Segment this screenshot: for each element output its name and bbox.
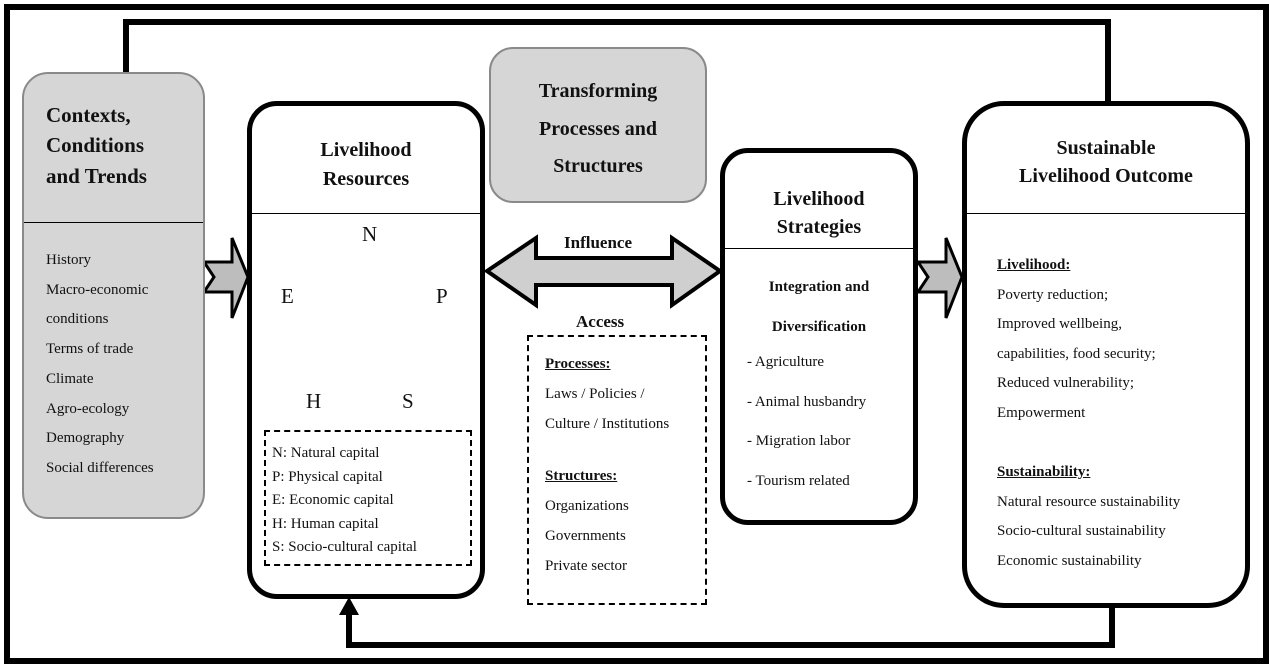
structure-item: Governments	[545, 528, 626, 544]
outcome-title: Sustainable Livelihood Outcome	[967, 134, 1245, 190]
influence-label: Influence	[564, 233, 632, 252]
livelihood-outcome-item: Improved wellbeing,	[997, 316, 1122, 332]
sustainability-outcome-item: Socio-cultural sustainability	[997, 523, 1166, 539]
resources-divider	[252, 213, 480, 214]
context-item: Social differences	[46, 459, 154, 476]
bottom-feedback-line	[346, 605, 1115, 648]
resources-title-line: Resources	[322, 168, 410, 190]
sustainability-heading: Sustainability:	[997, 464, 1091, 480]
strategy-item: - Agriculture	[747, 354, 825, 370]
contexts-divider	[24, 222, 203, 223]
strategies-subtitle-line: Diversification	[771, 319, 867, 335]
processes-heading: Processes:	[545, 356, 611, 372]
structures-heading: Structures:	[545, 468, 618, 484]
access-label: Access	[576, 312, 625, 331]
structure-item: Organizations	[545, 498, 629, 514]
context-item: Climate	[46, 370, 94, 387]
contexts-box: Contexts, Conditions and Trends History …	[22, 72, 205, 519]
resources-title: Livelihood Resources	[252, 136, 480, 194]
structures-list: Structures: Organizations Governments Pr…	[545, 461, 629, 581]
strategies-to-outcome-arrow	[915, 237, 964, 319]
sustainability-outcome-list: Sustainability: Natural resource sustain…	[997, 458, 1180, 576]
context-item: conditions	[46, 311, 109, 328]
contexts-list: History Macro-economic conditions Terms …	[46, 246, 154, 484]
strategies-box: Livelihood Strategies Integration and Di…	[720, 148, 918, 525]
outcome-box: Sustainable Livelihood Outcome Livelihoo…	[962, 101, 1250, 608]
capital-legend-list: N: Natural capital P: Physical capital E…	[272, 442, 417, 560]
contexts-title-line: Contexts,	[46, 103, 131, 127]
capital-legend: N: Natural capital P: Physical capital E…	[264, 430, 472, 566]
outcome-title-line: Sustainable	[1056, 137, 1156, 159]
strategies-title-line: Livelihood	[773, 188, 865, 210]
context-item: Demography	[46, 430, 125, 447]
outer-frame	[4, 4, 1269, 664]
livelihood-outcome-item: Poverty reduction;	[997, 286, 1109, 303]
pentagon-label-e: E	[281, 284, 294, 308]
bottom-feedback-arrowhead	[339, 597, 359, 615]
outcome-title-line: Livelihood Outcome	[1019, 165, 1193, 187]
transforming-title: Transforming Processes and Structures	[491, 73, 705, 186]
strategies-title: Livelihood Strategies	[725, 185, 913, 241]
legend-item: P: Physical capital	[272, 468, 383, 485]
livelihood-outcome-item: Empowerment	[997, 404, 1086, 421]
livelihood-outcome-item: Reduced vulnerability;	[997, 375, 1135, 391]
strategies-subtitle: Integration and Diversification	[725, 267, 913, 347]
sustainability-outcome-item: Natural resource sustainability	[997, 493, 1181, 510]
context-to-resources-arrow	[201, 237, 250, 319]
legend-item: E: Economic capital	[272, 492, 394, 508]
contexts-title: Contexts, Conditions and Trends	[46, 100, 203, 191]
strategies-subtitle-line: Integration and	[768, 279, 870, 295]
strategies-list: - Agriculture - Animal husbandry - Migra…	[747, 343, 866, 501]
pentagon-label-p: P	[436, 284, 448, 308]
pentagon-label-h: H	[306, 389, 322, 413]
sustainability-outcome-item: Economic sustainability	[997, 552, 1142, 569]
transforming-title-line: Transforming	[538, 80, 658, 102]
processes-structures-box: Processes: Laws / Policies / Culture / I…	[527, 335, 707, 605]
pentagon-label-n: N	[362, 222, 378, 246]
transforming-title-line: Structures	[553, 155, 643, 178]
context-item: Terms of trade	[46, 341, 134, 358]
legend-item: N: Natural capital	[272, 445, 380, 461]
context-item: Macro-economic	[46, 281, 149, 298]
pentagon-label-s: S	[402, 389, 414, 413]
strategies-divider	[725, 248, 913, 249]
legend-item: H: Human capital	[272, 515, 379, 532]
livelihood-outcome-list: Livelihood: Poverty reduction; Improved …	[997, 251, 1156, 428]
strategy-item: - Animal husbandry	[747, 393, 867, 410]
livelihood-outcome-item: capabilities, food security;	[997, 345, 1156, 362]
process-item: Laws / Policies /	[545, 386, 645, 402]
top-feedback-line	[123, 19, 1111, 110]
contexts-title-line: Conditions	[46, 133, 145, 158]
strategy-item: - Tourism related	[747, 472, 850, 489]
livelihood-heading: Livelihood:	[997, 257, 1071, 273]
structure-item: Private sector	[545, 558, 628, 574]
transforming-title-line: Processes and	[539, 117, 657, 140]
resources-title-line: Livelihood	[320, 139, 412, 161]
process-item: Culture / Institutions	[545, 416, 670, 432]
processes-list: Processes: Laws / Policies / Culture / I…	[545, 349, 669, 439]
strategy-item: - Migration labor	[747, 433, 851, 449]
outcome-divider	[967, 213, 1245, 214]
legend-item: S: Socio-cultural capital	[272, 539, 417, 555]
resources-box: Livelihood Resources N: Natural capital …	[247, 101, 485, 599]
context-item: Agro-ecology	[46, 400, 130, 417]
transforming-box: Transforming Processes and Structures	[489, 47, 707, 203]
contexts-title-line: and Trends	[46, 163, 147, 188]
strategies-title-line: Strategies	[776, 216, 862, 238]
context-item: History	[46, 252, 91, 268]
